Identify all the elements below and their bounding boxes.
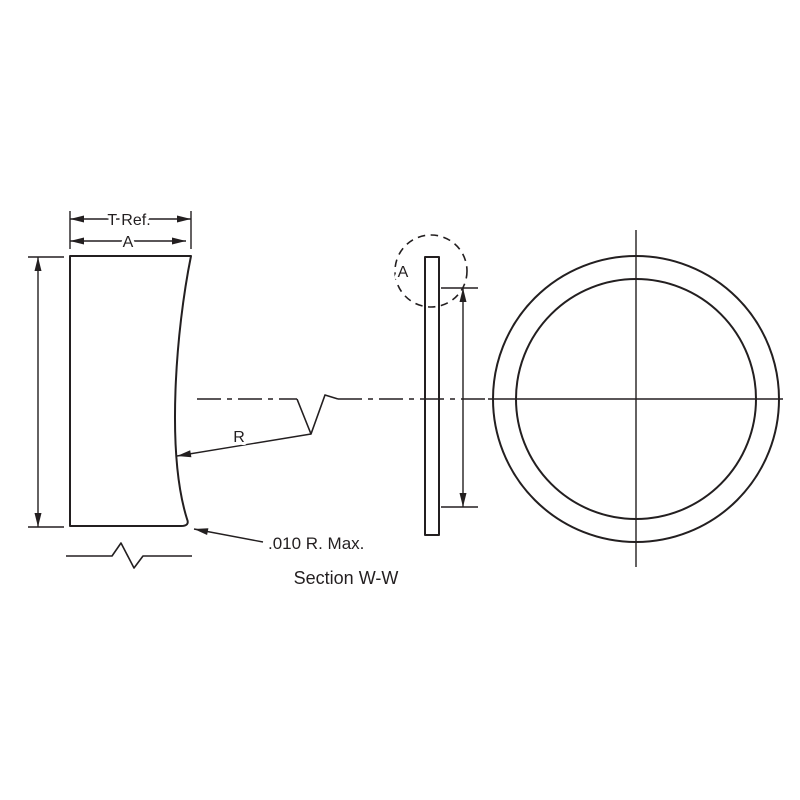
inner-circle (515, 278, 757, 520)
arrowhead-top (34, 257, 42, 271)
inner-diameter-dimension (441, 287, 478, 508)
corner-arrowhead (194, 528, 209, 535)
a-dimension: A (70, 231, 186, 254)
radius-label: R (233, 429, 245, 446)
arrowhead-right (172, 237, 186, 245)
radius-callout: R (176, 426, 312, 458)
t-ref-label: T Ref. (107, 212, 150, 229)
outer-circle (492, 255, 780, 543)
arrowhead-bottom (459, 493, 467, 507)
section-outline (69, 255, 192, 527)
height-dimension (28, 256, 64, 528)
section-view (69, 255, 192, 527)
arrowhead-right (177, 215, 191, 223)
arrowhead-bottom (34, 513, 42, 527)
front-view (488, 230, 783, 567)
a-dimension-label: A (123, 234, 134, 251)
radius-leader-line (176, 433, 312, 457)
section-title: Section W-W (294, 568, 399, 588)
radius-arrowhead (177, 450, 192, 458)
centerline-jog (296, 394, 339, 435)
detail-circle (394, 234, 468, 308)
detail-label: A (398, 264, 409, 281)
arrowhead-left (70, 215, 84, 223)
break-line (66, 542, 192, 569)
detail-callout: A (394, 234, 468, 308)
t-ref-dimension: T Ref. (69, 209, 192, 249)
edge-view-rect (424, 256, 440, 536)
corner-radius-note: .010 R. Max. (193, 528, 364, 553)
arrowhead-top (459, 288, 467, 302)
arrowhead-left (70, 237, 84, 245)
corner-note-label: .010 R. Max. (268, 534, 364, 553)
